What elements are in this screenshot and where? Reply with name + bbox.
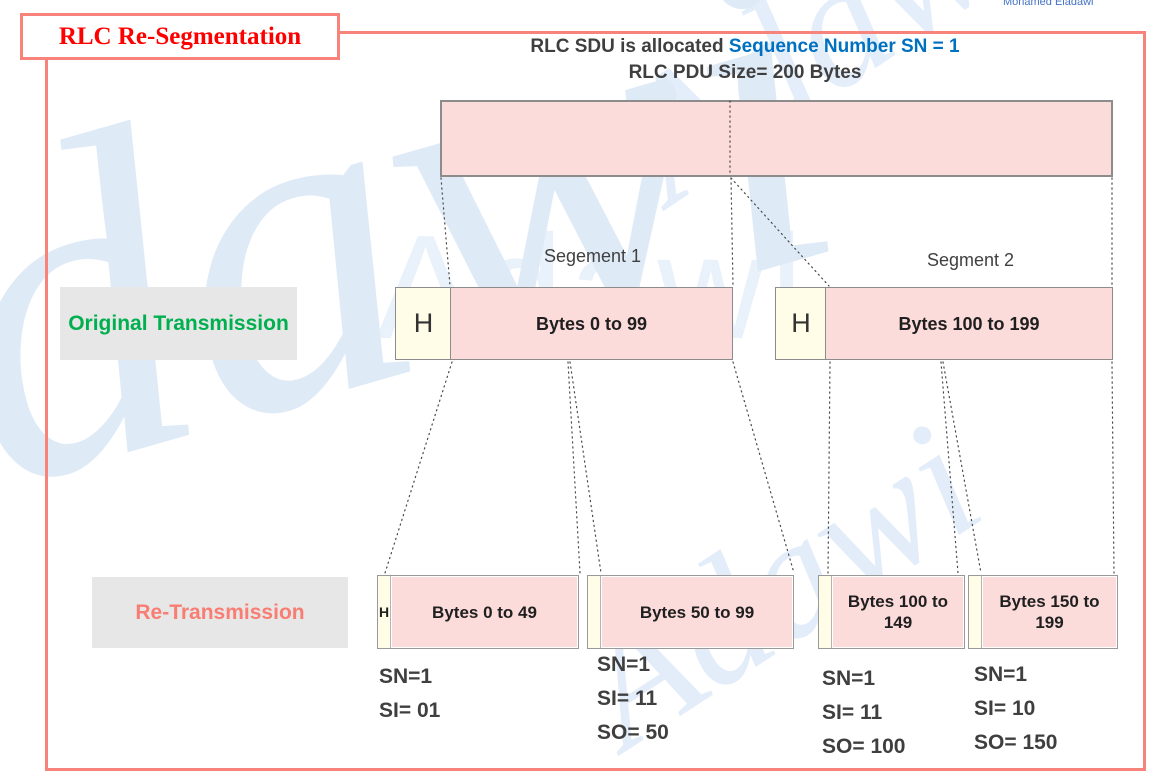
header-line1-prefix: RLC SDU is allocated [530, 36, 729, 57]
pdu1-sn: SN=1 [379, 665, 433, 688]
segment1-title: Segement 1 [543, 246, 642, 266]
pdu2-sn: SN=1 [597, 653, 651, 676]
segment2-header-box: H [775, 287, 827, 360]
segment1-payload-box: Bytes 0 to 99 [450, 287, 733, 360]
header-text: RLC SDU is allocated Sequence Number SN … [440, 34, 1050, 86]
page-title: RLC Re-Segmentation [58, 22, 302, 50]
pdu2-si: SI= 11 [597, 687, 658, 710]
segment1-header-box: H [395, 287, 452, 360]
pdu4-si: SI= 10 [974, 697, 1036, 720]
retransmission-pdu2: Bytes 50 to 99 [587, 575, 794, 649]
pdu2-so: SO= 50 [597, 721, 669, 744]
author-credit: Mohamed Eladawi [1003, 0, 1094, 8]
header-line1: RLC SDU is allocated Sequence Number SN … [440, 34, 1050, 60]
pdu4-header-box [969, 576, 982, 648]
pdu1-header-box: H [378, 576, 391, 648]
header-line1-highlight: Sequence Number SN = 1 [728, 36, 960, 57]
pdu4-so: SO= 150 [974, 731, 1058, 754]
pdu1-payload-box: Bytes 0 to 49 [392, 577, 577, 647]
pdu3-info: SN=1 SI= 11 SO= 100 [822, 662, 905, 764]
rlc-sdu-box [440, 100, 1113, 177]
retransmission-pdu4: Bytes 150 to 199 [968, 575, 1118, 649]
pdu3-sn: SN=1 [822, 667, 876, 690]
segment2-payload-box: Bytes 100 to 199 [825, 287, 1113, 360]
pdu4-info: SN=1 SI= 10 SO= 150 [974, 658, 1057, 760]
pdu4-sn: SN=1 [974, 663, 1028, 686]
pdu1-si: SI= 01 [379, 699, 441, 722]
retransmission-pdu1: H Bytes 0 to 49 [377, 575, 579, 649]
pdu3-payload-box: Bytes 100 to 149 [833, 577, 963, 647]
retransmission-label: Re-Transmission [92, 577, 348, 648]
pdu3-so: SO= 100 [822, 735, 906, 758]
header-line2: RLC PDU Size= 200 Bytes [628, 62, 862, 83]
pdu4-payload-box: Bytes 150 to 199 [983, 577, 1116, 647]
pdu2-info: SN=1 SI= 11 SO= 50 [597, 648, 669, 750]
pdu2-header-box [588, 576, 601, 648]
original-transmission-label: Original Transmission [60, 287, 297, 360]
title-box: RLC Re-Segmentation [20, 13, 340, 60]
pdu1-info: SN=1 SI= 01 [379, 660, 440, 728]
retransmission-pdu3: Bytes 100 to 149 [818, 575, 965, 649]
segment2-title: Segment 2 [926, 250, 1015, 270]
pdu2-payload-box: Bytes 50 to 99 [602, 577, 792, 647]
pdu3-header-box [819, 576, 832, 648]
pdu3-si: SI= 11 [822, 701, 883, 724]
